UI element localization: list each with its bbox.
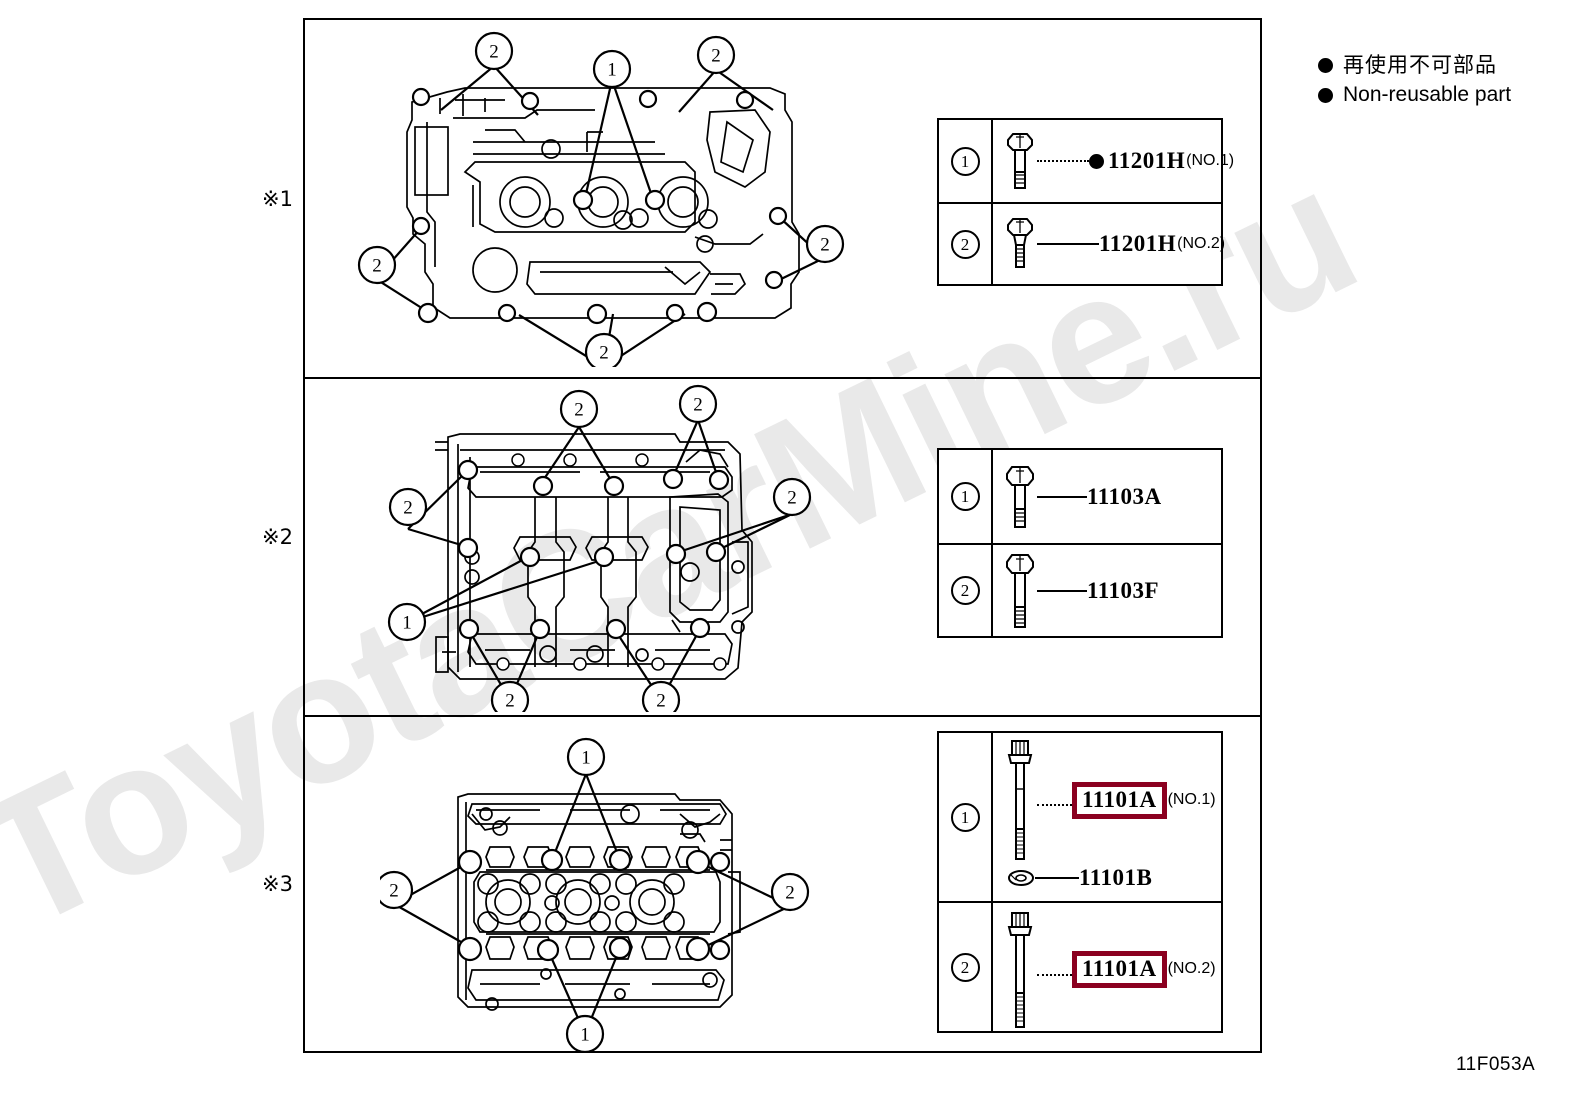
svg-text:2: 2	[403, 498, 413, 519]
hex-flange-bolt-short-icon	[1007, 133, 1033, 189]
svg-text:2: 2	[489, 42, 499, 63]
part-entry[interactable]: 11103A	[993, 463, 1221, 531]
part-number: 11103F	[1087, 577, 1160, 603]
balloon-number: 2	[950, 952, 980, 982]
balloon-number: 2	[950, 576, 980, 605]
illustration-cylinder-block-crankcase-view: 2 2 2 2 1 2 2	[387, 384, 812, 712]
row-body: 11201H (NO.1)	[993, 120, 1234, 202]
table-row[interactable]: 2 11201H (NO.2)	[939, 202, 1225, 284]
table-row[interactable]: 1 11201H (NO.1)	[939, 120, 1234, 202]
panel-divider-1	[305, 377, 1260, 379]
illustration-cylinder-head-view: 1 2 2 1	[380, 737, 810, 1052]
table-row[interactable]: 1 11101A (NO.1)	[939, 733, 1221, 902]
part-number-highlight-box: 11101A	[1072, 950, 1167, 988]
balloon-number: 1	[950, 802, 980, 832]
balloon-number: 2	[950, 229, 980, 259]
svg-text:2: 2	[693, 395, 703, 416]
part-number: 11101A	[1082, 786, 1157, 812]
figure-code: 11F053A	[1456, 1054, 1536, 1075]
svg-text:1: 1	[607, 60, 617, 81]
row-balloon-cell: 2	[939, 545, 993, 636]
legend-label-jp: 再使用不可部品	[1343, 53, 1497, 77]
legend-row-en: Non-reusable part	[1318, 82, 1511, 109]
head-bolt-long-icon	[1007, 740, 1033, 861]
part-entry[interactable]: 11101B	[993, 865, 1221, 891]
svg-text:1: 1	[580, 1025, 590, 1046]
non-reusable-dot-icon	[1089, 153, 1104, 169]
parts-table-3: 1 11101A (NO.1)	[937, 731, 1223, 1033]
parts-table-1: 1 11201H (NO.1) 2	[937, 118, 1234, 286]
hex-flange-bolt-long-icon	[1006, 553, 1034, 628]
svg-text:1: 1	[402, 613, 412, 634]
part-number: 11101A	[1082, 955, 1157, 981]
parts-table-2: 1 11103A 2	[937, 448, 1223, 638]
part-number-suffix: (NO.1)	[1167, 791, 1216, 809]
svg-text:2: 2	[372, 256, 382, 277]
part-number-suffix: (NO.2)	[1167, 960, 1216, 978]
row-balloon-cell: 2	[939, 204, 993, 284]
table-row[interactable]: 1 11103A	[939, 450, 1221, 543]
row-body: 11201H (NO.2)	[993, 204, 1225, 284]
svg-text:2: 2	[389, 881, 399, 902]
svg-text:2: 2	[820, 235, 830, 256]
row-balloon-cell: 2	[939, 903, 993, 1031]
section-mark-2: ※2	[262, 525, 293, 549]
table-row[interactable]: 2 11101A (NO.2)	[939, 901, 1221, 1031]
row-body: 11101A (NO.1) 11101B	[993, 733, 1221, 901]
balloon-number: 1	[950, 146, 980, 176]
section-mark-3: ※3	[262, 872, 293, 896]
row-balloon-cell: 1	[939, 450, 993, 543]
part-entry[interactable]: 11103F	[993, 551, 1221, 631]
part-entry[interactable]: 11101A (NO.2)	[993, 909, 1221, 1029]
svg-text:1: 1	[581, 748, 591, 769]
svg-text:2: 2	[574, 400, 584, 421]
illustration-cylinder-block-top-view: 2 1 2 2 2 2	[357, 31, 845, 367]
filled-circle-icon	[1318, 57, 1333, 73]
filled-circle-icon	[1318, 87, 1333, 103]
svg-text:2: 2	[505, 691, 515, 712]
svg-text:2: 2	[599, 343, 609, 364]
diagram-frame	[303, 18, 1262, 1053]
head-bolt-long-icon	[1007, 912, 1033, 1029]
part-number: 11201H	[1099, 231, 1177, 256]
panel-divider-2	[305, 715, 1260, 717]
table-row[interactable]: 2 11103F	[939, 543, 1221, 636]
row-body: 11103A	[993, 450, 1221, 543]
row-balloon-cell: 1	[939, 733, 993, 902]
washer-icon	[1008, 870, 1034, 887]
balloon-number: 1	[950, 482, 980, 511]
row-body: 11101A (NO.2)	[993, 903, 1221, 1031]
part-number-highlight-box: 11101A	[1072, 781, 1167, 819]
legend-label-en: Non-reusable part	[1343, 82, 1512, 106]
legend-row-jp: 再使用不可部品	[1318, 52, 1511, 79]
part-entry[interactable]: 11201H (NO.2)	[993, 215, 1225, 273]
part-number-suffix: (NO.1)	[1186, 152, 1235, 169]
part-entry[interactable]: 11101A (NO.1)	[993, 737, 1221, 863]
hex-flange-bolt-medium-icon	[1006, 465, 1034, 528]
legend: 再使用不可部品 Non-reusable part	[1318, 52, 1511, 112]
svg-text:2: 2	[785, 883, 795, 904]
svg-text:2: 2	[787, 488, 797, 509]
section-mark-1: ※1	[262, 187, 293, 211]
part-entry[interactable]: 11201H (NO.1)	[993, 130, 1234, 192]
part-number: 11201H	[1108, 148, 1186, 173]
svg-text:2: 2	[656, 691, 666, 712]
row-body: 11103F	[993, 545, 1221, 636]
part-number: 11101B	[1079, 865, 1153, 891]
part-number: 11103A	[1087, 483, 1162, 509]
row-balloon-cell: 1	[939, 120, 993, 202]
part-number-suffix: (NO.2)	[1177, 235, 1226, 252]
hex-flange-bolt-short-icon	[1007, 218, 1033, 268]
svg-text:2: 2	[711, 46, 721, 67]
